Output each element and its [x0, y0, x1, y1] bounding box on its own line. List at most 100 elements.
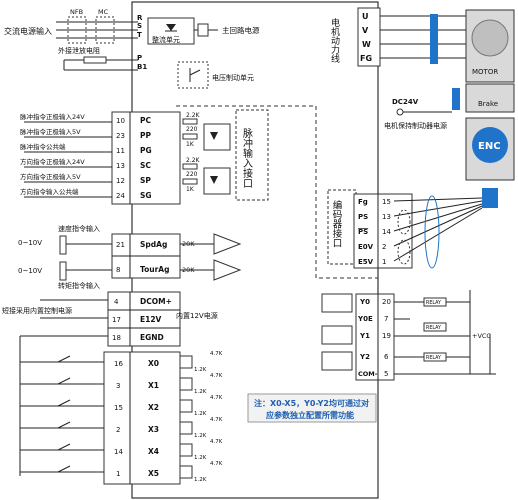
internal-12v-label: 内置12V电源 [176, 311, 218, 320]
short-label: 短接采用内置控制电源 [2, 306, 72, 315]
relay-label: RELAY [426, 325, 441, 331]
relay-label: RELAY [426, 355, 441, 361]
r-label: R [137, 14, 143, 22]
encoder-interface-label: 编码器接口 [331, 199, 343, 247]
pulse-r1-bottom: 2.2K [186, 157, 201, 164]
analog-name: TourAg [140, 265, 169, 274]
terminal-w: W [362, 40, 371, 49]
encoder-cable-shield [424, 195, 440, 269]
digital-inputs-section: 16 X0 3 X1 15 X2 2 X3 14 X4 [20, 351, 223, 485]
di-r-bottom: 1.2K [194, 477, 207, 483]
brake-unit-label: 电压制动单元 [212, 73, 254, 82]
di-pin: 2 [116, 426, 120, 434]
speed-label: 速度指令输入 [58, 224, 100, 233]
pulse-row: 脉冲指令正极输入5V 23 PP [20, 127, 151, 140]
pulse-row: 脉冲指令正极输入24V 10 PC [20, 112, 151, 125]
analog-pin: 8 [116, 266, 120, 274]
pulse-name: SC [140, 161, 151, 170]
terminal-fg: FG [360, 54, 372, 63]
svg-text:Y0E: Y0E [357, 315, 373, 323]
relay-label: RELAY [426, 300, 441, 306]
svg-text:6: 6 [384, 353, 389, 361]
motor-label: MOTOR [472, 68, 498, 76]
switch-icon [57, 465, 71, 473]
di-r-bottom: 1.2K [194, 455, 207, 461]
ac-input-label: 交流电源输入 [4, 26, 52, 36]
svg-text:COM-: COM- [358, 370, 378, 378]
do-optocoupler-icon [321, 325, 353, 345]
svg-text:Y0: Y0 [359, 298, 370, 306]
power-io-name: E12V [140, 315, 162, 324]
svg-text:Fg: Fg [358, 198, 368, 206]
motor-section: 电机动力线 U V W FG MOTOR Brake DC24V 电机保持制动器… [329, 7, 515, 208]
svg-text:Y1: Y1 [359, 332, 370, 340]
digital-input-terminal-block [103, 351, 181, 485]
svg-text:19: 19 [382, 332, 391, 340]
di-pin: 16 [114, 360, 123, 368]
di-optocoupler-icon [179, 355, 193, 369]
switch-icon [57, 355, 71, 363]
switch-icon [57, 443, 71, 451]
digital-input-row: 14 X4 [20, 443, 159, 456]
di-r-bottom: 1.2K [194, 367, 207, 373]
external-resistor-label: 外接泄放电阻 [58, 46, 100, 55]
p-label: P [137, 54, 142, 62]
power-io-section: 短接采用内置控制电源 4 DCOM+ 17 E12V 18 EGND 内置12V… [2, 291, 218, 476]
digital-input-row: 16 X0 [20, 355, 159, 368]
torque-potentiometer [59, 261, 67, 281]
note-line2: 应参数独立配置所需功能 [266, 410, 354, 420]
svg-text:15: 15 [382, 198, 391, 206]
power-io-name: DCOM+ [140, 297, 172, 306]
pulse-terminal-block [111, 111, 181, 205]
di-pin: 1 [116, 470, 120, 478]
pulse-interface-box [235, 109, 269, 201]
note-section: 注：X0-X5，Y0-Y2均可通过对 应参数独立配置所需功能 [247, 393, 377, 423]
brake-cable-ferrite [452, 88, 460, 110]
di-r-bottom: 1.2K [194, 411, 207, 417]
vcc-label: +VCC [472, 332, 491, 340]
di-r-bottom: 1.2K [194, 389, 207, 395]
terminal-v: V [362, 26, 369, 35]
pulse-row: 方向指令输入公共端 24 SG [20, 187, 152, 200]
encoder-connector [482, 188, 498, 208]
di-name: X3 [148, 425, 159, 434]
pulse-desc: 方向指令正极输入5V [20, 172, 81, 181]
svg-text:20: 20 [382, 298, 391, 306]
s-label: S [137, 22, 142, 30]
main-circuit-label: 主回路电源 [222, 25, 260, 35]
pulse-name: PP [140, 131, 151, 140]
brake-power-label: 电机保持制动器电源 [384, 121, 447, 130]
svg-text:E0V: E0V [358, 243, 374, 251]
di-r-top: 4.7K [210, 417, 223, 423]
pulse-row: 方向指令正极输入24V 13 SC [20, 157, 151, 170]
di-name: X4 [148, 447, 159, 456]
analog-pin: 21 [116, 241, 125, 249]
motor-line-label: 电机动力线 [329, 17, 340, 63]
diode-icon [166, 24, 176, 31]
do-row: Y1 19 [359, 332, 391, 340]
pulse-section: 脉冲指令正极输入24V 10 PC 脉冲指令正极输入5V 23 PP 脉冲指令公… [20, 109, 269, 205]
di-r-top: 4.7K [210, 373, 223, 379]
di-pin: 14 [114, 448, 123, 456]
di-r-top: 4.7K [210, 351, 223, 357]
brake-label: Brake [478, 100, 498, 108]
pulse-optocoupler-icon [203, 123, 231, 151]
nfb-breaker [67, 16, 87, 44]
pulse-pin: 24 [116, 192, 125, 200]
svg-text:PS: PS [358, 213, 368, 221]
pulse-desc: 脉冲指令正极输入5V [20, 127, 81, 136]
pulse-pin: 13 [116, 162, 125, 170]
di-optocoupler-icon [179, 421, 193, 435]
di-name: X0 [148, 359, 159, 368]
digital-input-row: 3 X1 [20, 377, 159, 390]
di-name: X2 [148, 403, 159, 412]
nfb-label: NFB [70, 8, 83, 16]
brake-box [465, 83, 515, 113]
relay-icon [423, 352, 447, 362]
analog-section: 速度指令输入 0~10V 0~10V 转矩指令输入 21 SpdAg 8 Tou… [18, 224, 242, 290]
